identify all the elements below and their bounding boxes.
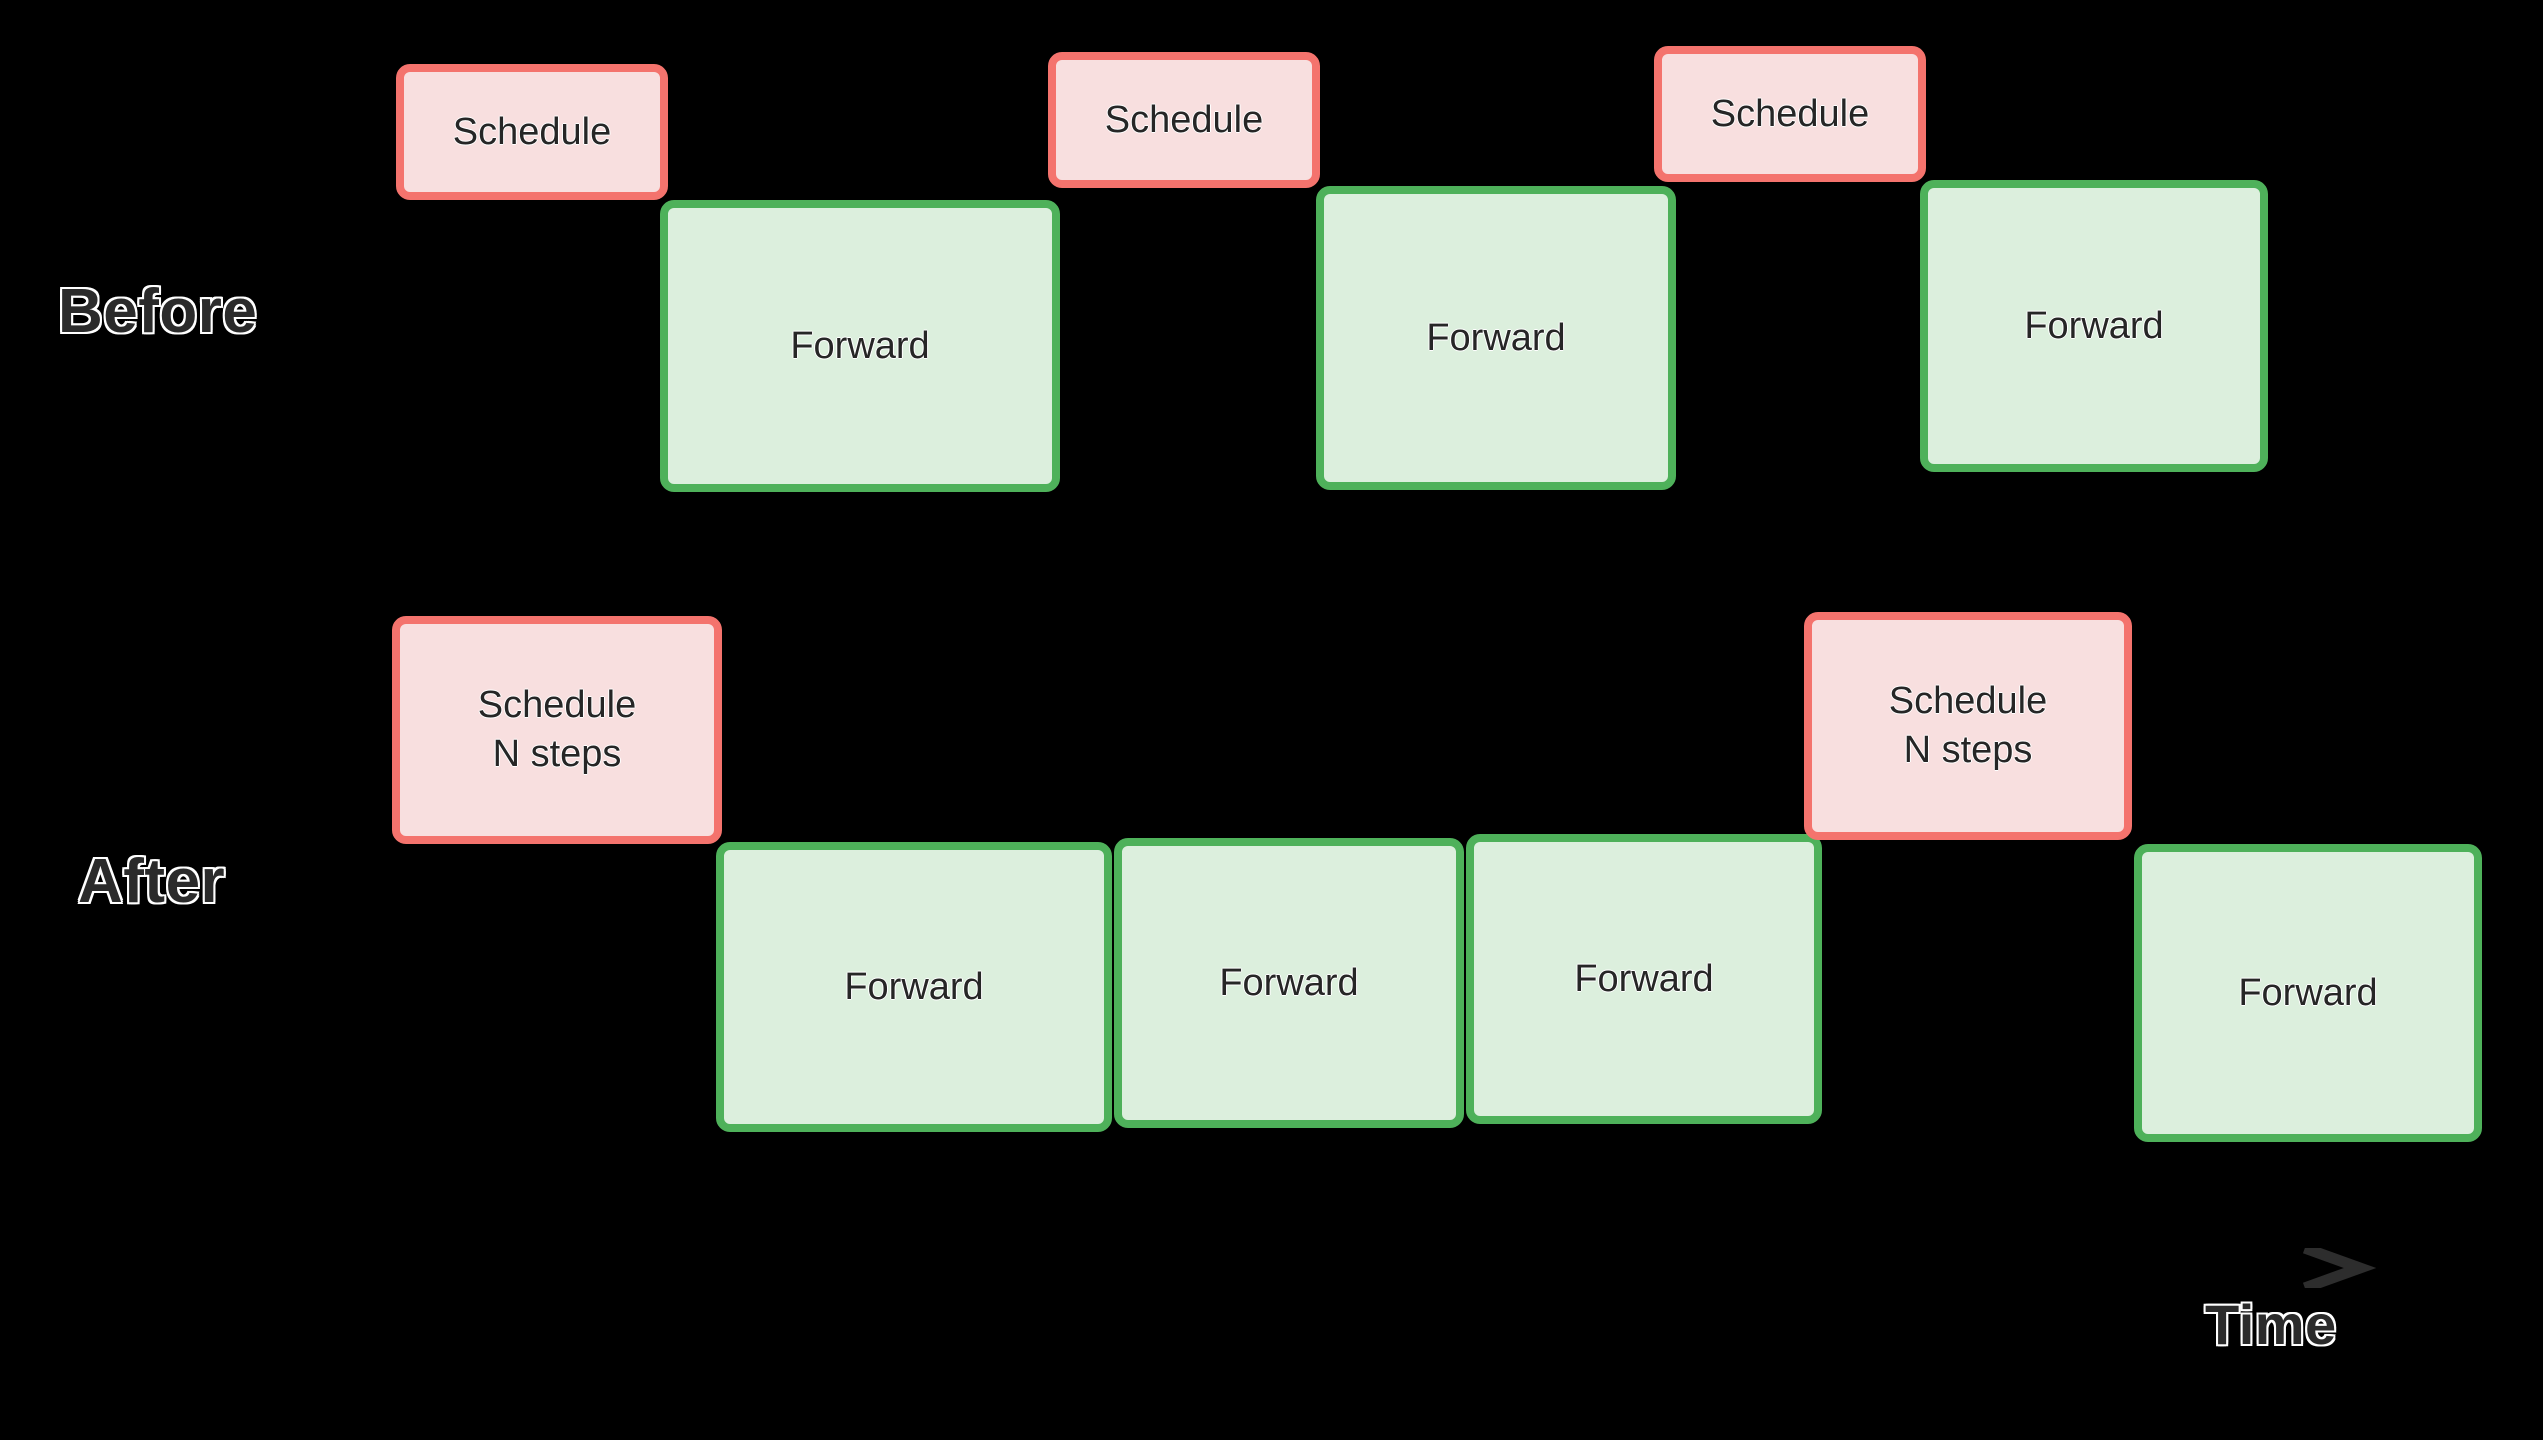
forward-box-4: Forward [716,842,1112,1132]
forward-box-5: Forward [1114,838,1464,1128]
row-label-before: Before [58,277,258,346]
row-label-after: After [78,847,226,916]
forward-box-6-label: Forward [1574,957,1714,1000]
forward-box-3: Forward [1920,180,2268,472]
forward-box-7: Forward [2134,844,2482,1142]
forward-box-5-label: Forward [1219,961,1359,1004]
forward-box-1-label: Forward [790,324,930,367]
forward-box-7-label: Forward [2238,971,2378,1014]
forward-box-2: Forward [1316,186,1676,490]
schedule-n-steps-box-2-label: Schedule N steps [1888,680,2048,771]
forward-box-6: Forward [1466,834,1822,1124]
schedule-box-2-label: Schedule [1104,98,1264,141]
forward-box-1: Forward [660,200,1060,492]
schedule-n-steps-box-1-label: Schedule N steps [477,684,637,775]
schedule-n-steps-box-2: Schedule N steps [1804,612,2132,840]
schedule-box-3: Schedule [1654,46,1926,182]
forward-box-4-label: Forward [844,965,984,1008]
forward-box-3-label: Forward [2024,304,2164,347]
schedule-box-3-label: Schedule [1710,92,1870,135]
schedule-box-2: Schedule [1048,52,1320,188]
schedule-box-1-label: Schedule [452,110,612,153]
forward-box-2-label: Forward [1426,316,1566,359]
time-axis-label: Time [2205,1293,2337,1356]
schedule-box-1: Schedule [396,64,668,200]
schedule-n-steps-box-1: Schedule N steps [392,616,722,844]
time-axis-arrow [380,1248,2377,1288]
